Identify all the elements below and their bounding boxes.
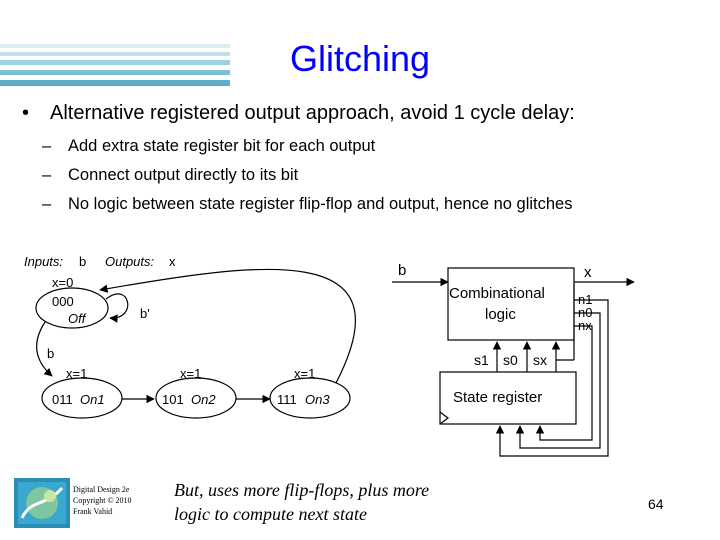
state-circle-off <box>35 287 109 329</box>
credit-text: Digital Design 2e Copyright © 2010 Frank… <box>73 484 132 517</box>
bullet-dot: • <box>22 102 30 124</box>
input-b-label: b <box>398 262 406 279</box>
sub-bullet-text: Add extra state register bit for each ou… <box>68 137 376 155</box>
state-name-on3: On3 <box>305 392 330 407</box>
state-output-on2: x=1 <box>180 366 201 381</box>
feedback-wire-nx <box>535 325 593 441</box>
decorative-bar <box>0 70 230 75</box>
output-x-label: x <box>584 264 592 281</box>
transition-on3-off <box>99 268 357 384</box>
feedback-wire-n0 <box>515 312 601 449</box>
state-circle-on3 <box>269 377 351 419</box>
state-code-on3: 111 <box>277 392 297 407</box>
state-code-on2: 101 <box>162 392 184 407</box>
state-register-box <box>439 371 577 425</box>
state-circle-on1 <box>41 377 123 419</box>
sub-bullet: –No logic between state register flip-fl… <box>42 195 573 213</box>
credit-line: Frank Vahid <box>73 507 113 516</box>
footnote: But, uses more flip-flops, plus more log… <box>174 478 429 526</box>
inputs-label: Inputs: <box>24 254 63 269</box>
comb-label-line2: logic <box>485 306 516 323</box>
decorative-bar <box>0 60 230 65</box>
state-signal-sx: sx <box>533 352 547 368</box>
sub-bullet-text: Connect output directly to its bit <box>68 166 299 184</box>
state-name-on1: On1 <box>80 392 105 407</box>
slide-title: Glitching <box>289 38 431 79</box>
state-signal-s0: s0 <box>503 352 518 368</box>
clock-triangle-icon <box>439 411 449 425</box>
book-logo <box>14 478 70 528</box>
transition-off-on1 <box>36 321 53 377</box>
self-loop-arrow <box>105 293 129 323</box>
state-output-on1: x=1 <box>66 366 87 381</box>
credit-line: Digital Design 2e <box>73 485 130 494</box>
decorative-bar <box>0 52 230 56</box>
state-register-label: State register <box>453 389 542 406</box>
comb-label-line1: Combinational <box>449 285 545 302</box>
footnote-line: But, uses more flip-flops, plus more <box>174 480 430 500</box>
inputs-value: b <box>79 254 86 269</box>
page-number: 64 <box>648 496 664 512</box>
state-name-off: Off <box>68 311 87 326</box>
decorative-bar <box>0 44 230 48</box>
decorative-bar <box>0 80 230 86</box>
state-code-off: 000 <box>52 294 74 309</box>
state-signal-s1: s1 <box>474 352 489 368</box>
footnote-line: logic to compute next state <box>174 504 367 524</box>
transition-label-b: b <box>47 346 54 361</box>
state-output-off: x=0 <box>52 275 73 290</box>
main-bullet: • Alternative registered output approach,… <box>22 102 575 125</box>
credit-line: Copyright © 2010 <box>73 496 132 505</box>
outputs-label: Outputs: <box>105 254 155 269</box>
sub-bullet: –Connect output directly to its bit <box>42 166 299 184</box>
state-code-on1: 011 <box>52 392 73 407</box>
sub-bullet: –Add extra state register bit for each o… <box>42 137 376 155</box>
state-output-on3: x=1 <box>294 366 315 381</box>
sub-bullet-text: No logic between state register flip-flo… <box>68 195 573 213</box>
self-loop-label: b' <box>140 306 150 321</box>
main-bullet-text: Alternative registered output approach, … <box>50 102 575 124</box>
combinational-logic-box <box>447 267 575 341</box>
state-circle-on2 <box>155 377 237 419</box>
feedback-wire-n1 <box>495 299 609 457</box>
outputs-value: x <box>169 254 176 269</box>
state-name-on2: On2 <box>191 392 216 407</box>
